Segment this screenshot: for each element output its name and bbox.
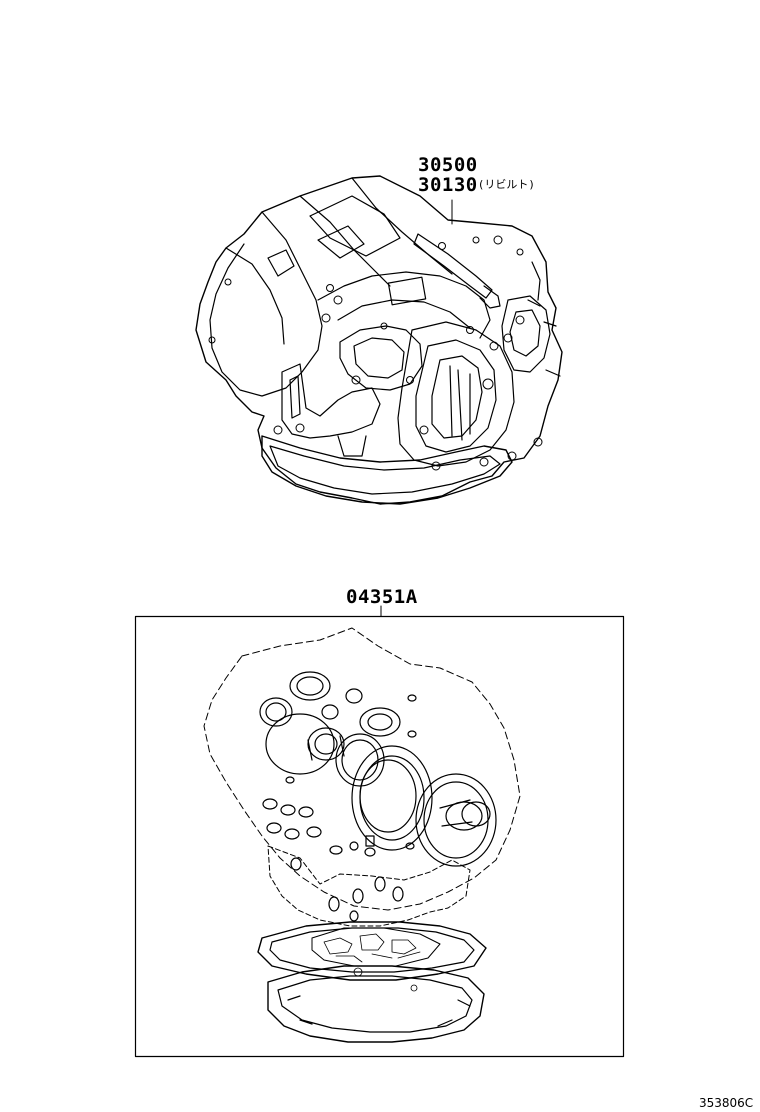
gasket-kit-part-number: 04351A	[346, 586, 418, 608]
rebuilt-assembly-part-number: 30130(リビルト)	[418, 176, 535, 195]
illustration-code: 353806C	[699, 1096, 754, 1110]
rebuilt-note: (リビルト)	[477, 178, 535, 191]
kit-frame	[134, 615, 625, 1058]
transmission-assembly-drawing	[195, 175, 563, 505]
assembly-part-number: 30500	[418, 154, 478, 176]
rebuilt-part-number-text: 30130	[418, 174, 478, 196]
gasket-kit-drawing	[203, 627, 521, 1043]
